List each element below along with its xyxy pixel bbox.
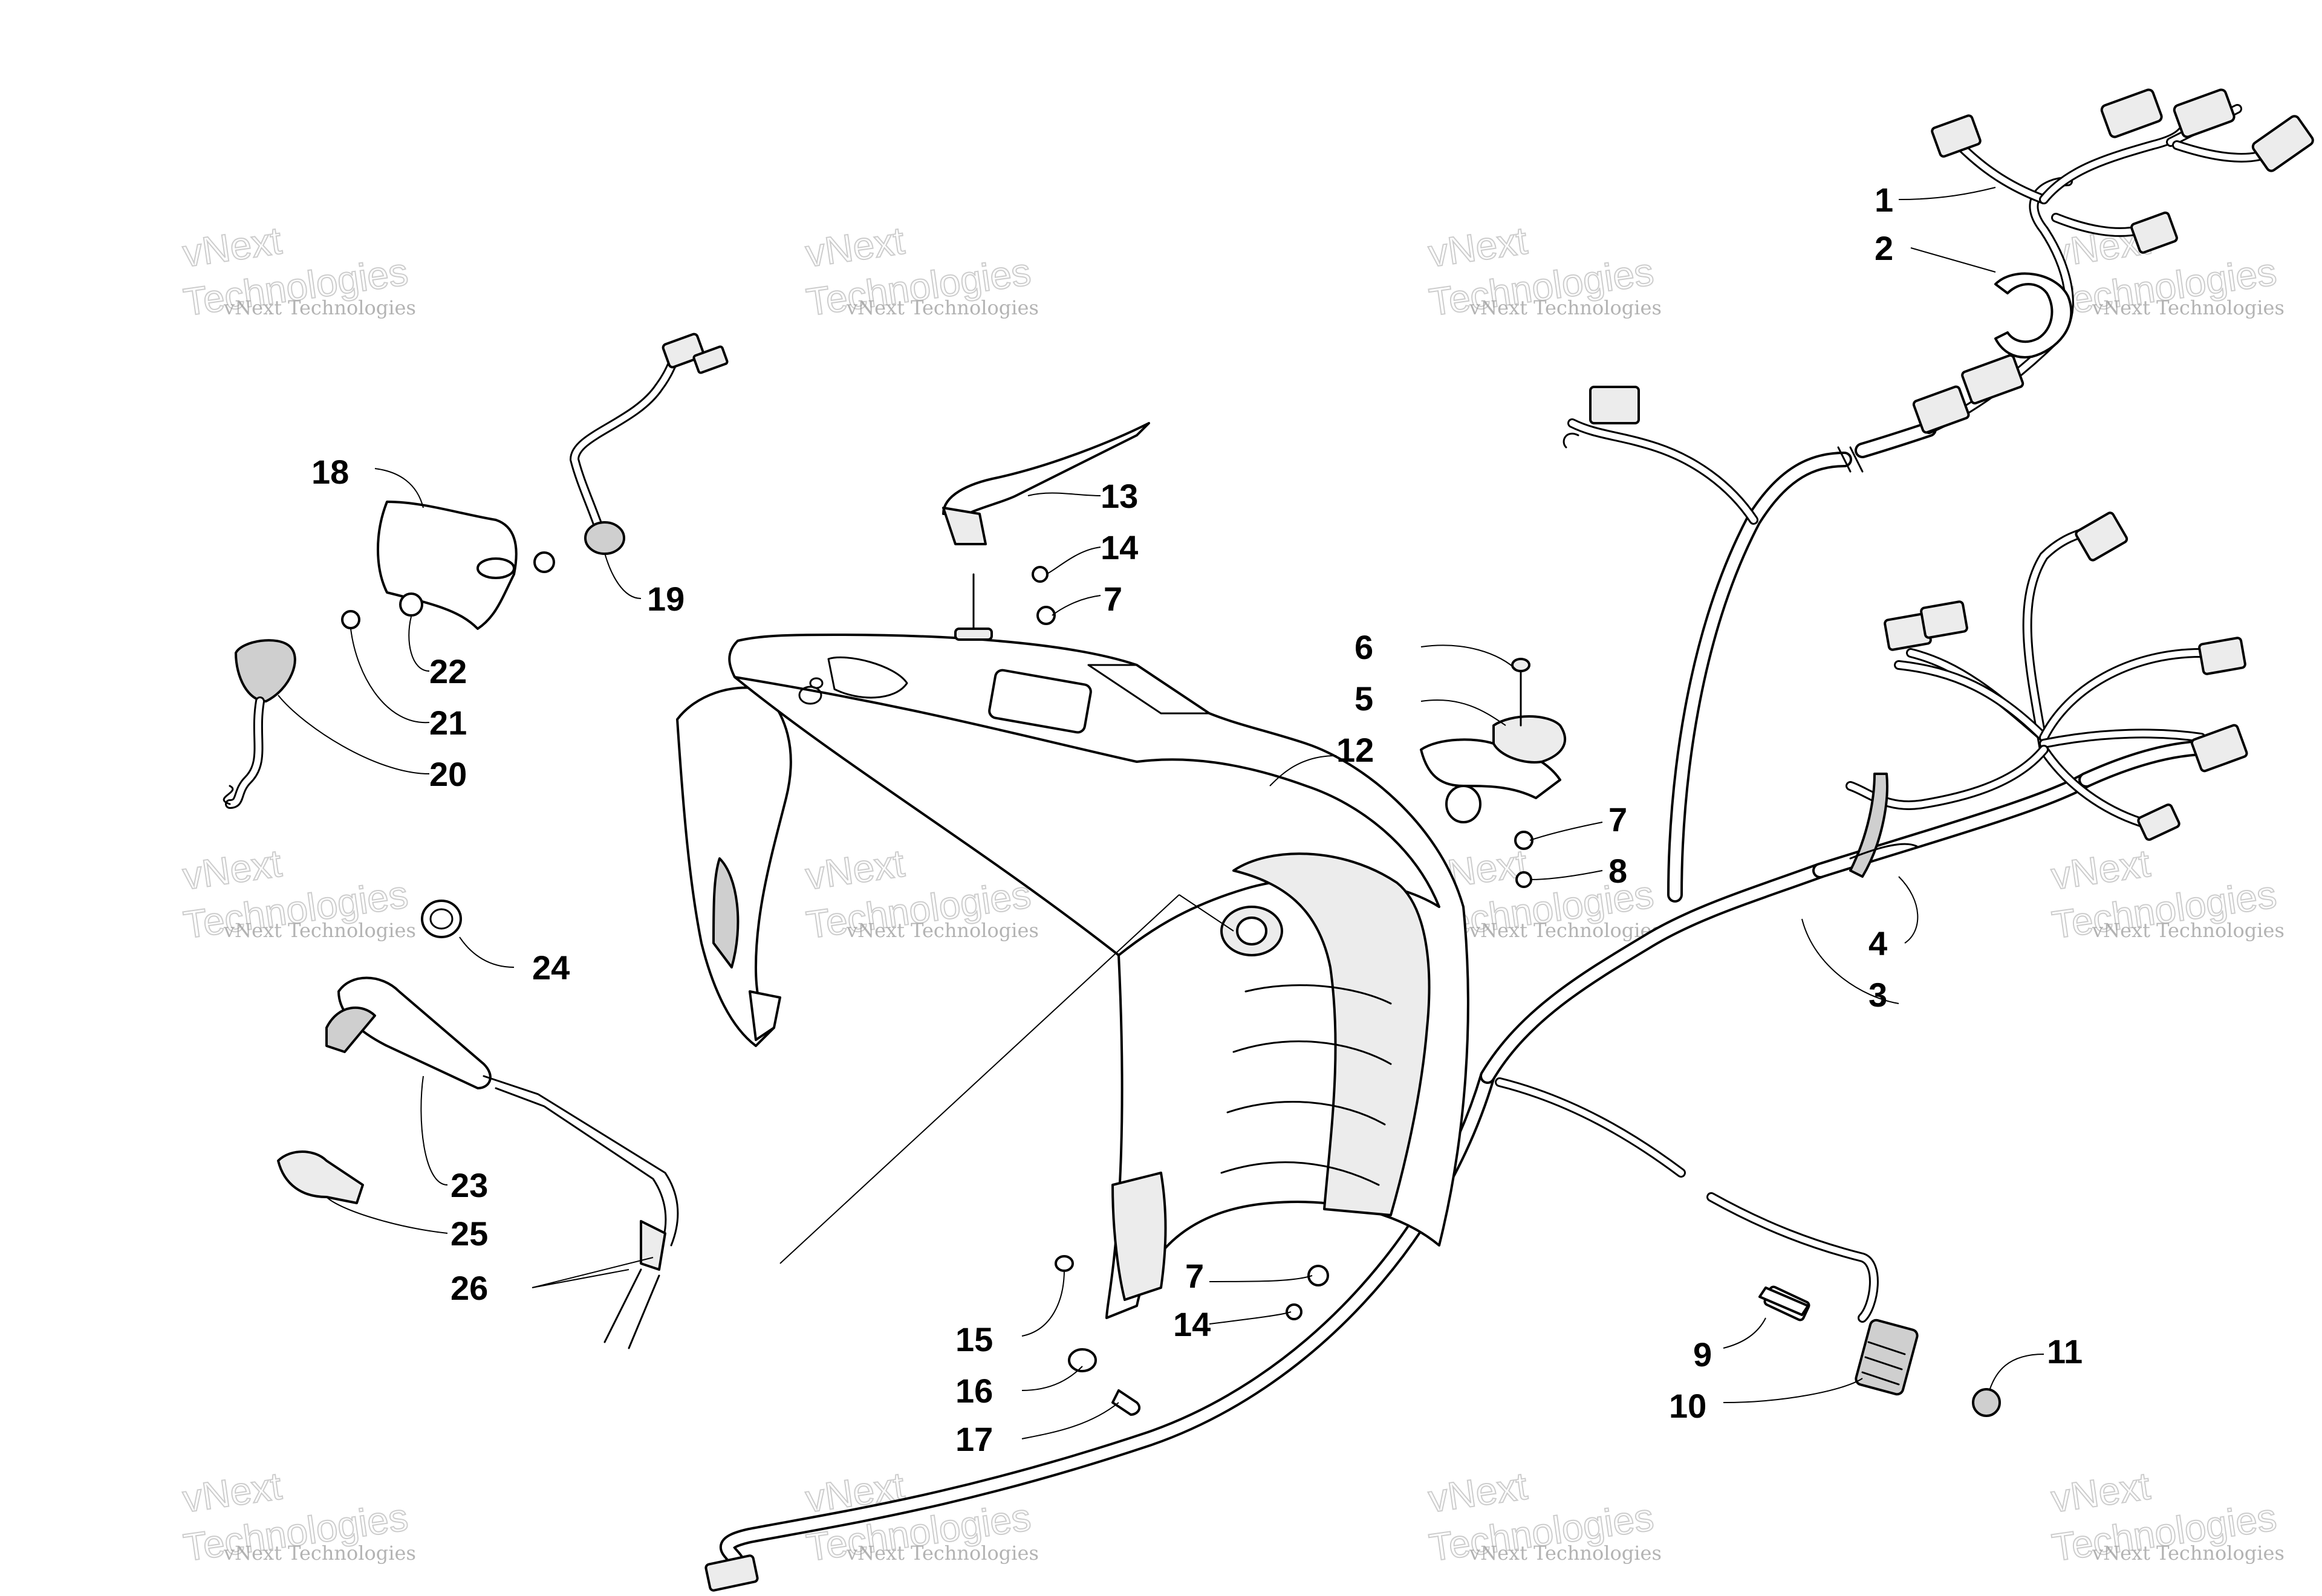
callout-13: 13 <box>1101 477 1138 515</box>
callout-25: 25 <box>450 1215 488 1253</box>
throttle-assembly <box>277 900 679 1349</box>
callout-3: 3 <box>1868 976 1887 1014</box>
watermark-text: vNext <box>803 841 907 898</box>
watermark-text: vNext <box>180 1464 284 1520</box>
harness-clamp <box>1994 272 2073 358</box>
watermark-text: vNext Technologies <box>846 1542 1039 1565</box>
wiring-harness <box>704 418 2094 1592</box>
callout-18: 18 <box>311 453 349 491</box>
callout-16: 16 <box>955 1372 993 1410</box>
callout-9: 9 <box>1693 1335 1712 1374</box>
dash-console <box>676 634 1469 1319</box>
watermark-text: vNext Technologies <box>1469 919 1662 942</box>
callout-14: 14 <box>1173 1305 1211 1343</box>
fasteners <box>1032 566 1809 1416</box>
callout-22: 22 <box>429 652 467 690</box>
callout-8: 8 <box>1608 852 1627 890</box>
watermark-text: vNext Technologies <box>223 296 416 319</box>
callout-19: 19 <box>647 580 685 618</box>
callout-24: 24 <box>532 949 570 987</box>
callout-6: 6 <box>1354 628 1373 666</box>
callout-labels: 1 2 3 4 5 6 7 7 7 8 9 10 11 12 13 14 14 … <box>311 181 2083 1458</box>
callout-21: 21 <box>429 704 467 742</box>
callout-7: 7 <box>1608 800 1627 839</box>
callout-7: 7 <box>1104 580 1122 618</box>
callout-5: 5 <box>1354 680 1373 718</box>
watermark-text: vNext Technologies <box>223 919 416 942</box>
harness-connectors-upper <box>1563 88 2314 449</box>
callout-26: 26 <box>450 1269 488 1307</box>
light-assembly <box>223 332 729 809</box>
watermark-text: vNext Technologies <box>1469 296 1662 319</box>
watermark-text: vNext Technologies <box>1469 1542 1662 1565</box>
callout-20: 20 <box>429 755 467 793</box>
watermark-text: vNext <box>2049 1464 2153 1520</box>
callout-15: 15 <box>955 1320 993 1358</box>
watermark-text: vNext Technologies <box>223 1542 416 1565</box>
callout-11: 11 <box>2047 1332 2083 1371</box>
grab-handle <box>942 422 1150 641</box>
watermark-text: vNext <box>180 841 284 898</box>
callout-4: 4 <box>1868 924 1887 962</box>
callout-23: 23 <box>450 1166 488 1204</box>
harness-branch-right <box>1846 511 2248 878</box>
callout-1: 1 <box>1875 181 1893 219</box>
callout-2: 2 <box>1875 229 1893 267</box>
watermark-text: vNext <box>2049 841 2153 898</box>
watermark-text: vNext Technologies <box>2092 919 2285 942</box>
watermark-text: vNext <box>803 218 907 275</box>
watermark-text: vNext Technologies <box>2092 296 2285 319</box>
callout-12: 12 <box>1336 731 1374 769</box>
callout-7: 7 <box>1185 1257 1204 1295</box>
watermark-text: vNext Technologies <box>846 296 1039 319</box>
watermark-text: vNext <box>180 218 284 275</box>
watermark-text: vNext Technologies <box>846 919 1039 942</box>
mount-bracket <box>1420 658 1567 823</box>
callout-17: 17 <box>955 1420 993 1458</box>
callout-14: 14 <box>1101 528 1138 566</box>
watermark-text: vNext <box>1426 1464 1530 1520</box>
watermark-text: vNext Technologies <box>2092 1542 2285 1565</box>
watermark-text: vNext <box>1426 218 1530 275</box>
callout-10: 10 <box>1669 1387 1706 1425</box>
leader-lines <box>278 187 2044 1439</box>
